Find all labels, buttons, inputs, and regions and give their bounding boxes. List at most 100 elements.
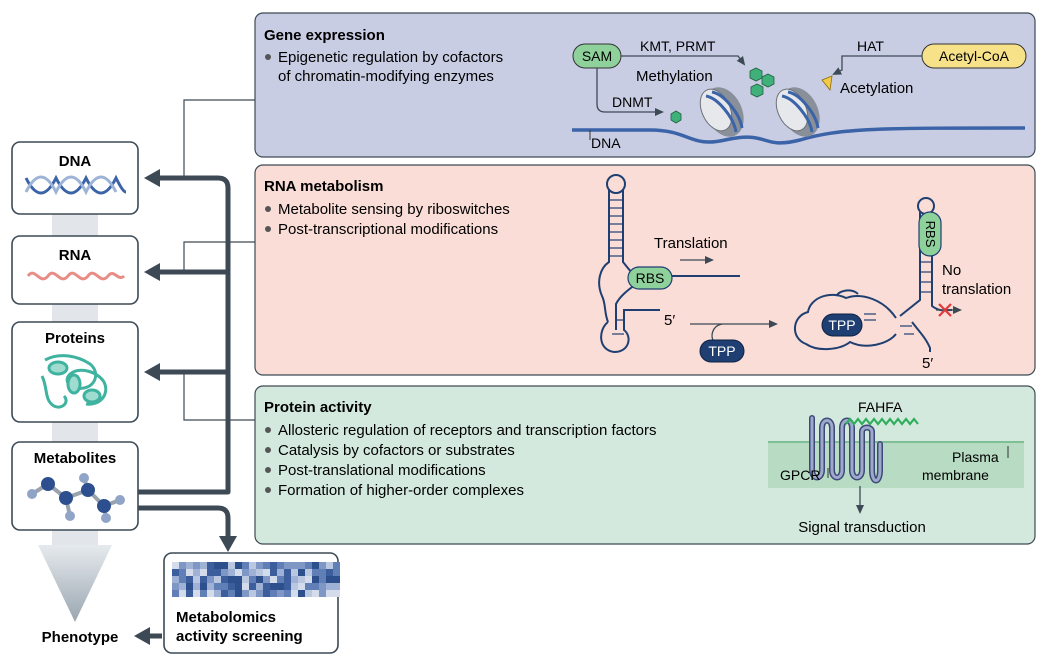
heatmap-cell xyxy=(263,590,270,597)
heatmap-cell xyxy=(319,562,326,569)
gene-bullet1-line2: of chromatin-modifying enzymes xyxy=(278,68,494,85)
heatmap-cell xyxy=(298,590,305,597)
heatmap-cell xyxy=(193,590,200,597)
heatmap-cell xyxy=(291,569,298,576)
heatmap-cell xyxy=(263,576,270,583)
rbs-label-on: RBS xyxy=(636,270,665,286)
heatmap-cell xyxy=(207,569,214,576)
dna-strand-label: DNA xyxy=(591,135,621,151)
heatmap-cell xyxy=(207,583,214,590)
heatmap-cell xyxy=(186,576,193,583)
heatmap-cell xyxy=(319,576,326,583)
heatmap-cell xyxy=(235,576,242,583)
heatmap-cell xyxy=(284,576,291,583)
heatmap-cell xyxy=(277,583,284,590)
heatmap-cell xyxy=(326,590,333,597)
heatmap-cell xyxy=(207,562,214,569)
heatmap-cell xyxy=(263,569,270,576)
heatmap-cell xyxy=(263,583,270,590)
heatmap-cell xyxy=(172,583,179,590)
kmt-prmt-label: KMT, PRMT xyxy=(640,38,716,54)
screening-label-line2: activity screening xyxy=(176,628,303,645)
heatmap-cell xyxy=(200,590,207,597)
heatmap-cell xyxy=(312,576,319,583)
membrane-label: membrane xyxy=(922,467,989,483)
signal-transduction-label: Signal transduction xyxy=(798,519,926,536)
heatmap-cell xyxy=(228,590,235,597)
heatmap-cell xyxy=(263,562,270,569)
rbs-badge-on xyxy=(627,266,673,290)
protein-activity-title: Protein activity xyxy=(264,399,372,416)
screening-label-line1: Metabolomics xyxy=(176,609,276,626)
sam-label: SAM xyxy=(582,48,612,64)
heatmap-cell xyxy=(214,583,221,590)
heatmap-cell xyxy=(298,562,305,569)
acetylation-label: Acetylation xyxy=(840,80,913,97)
heatmap-cell xyxy=(305,576,312,583)
heatmap-cell xyxy=(172,569,179,576)
heatmap-cell xyxy=(235,583,242,590)
heatmap-cell xyxy=(277,562,284,569)
protein-bullet2: Catalysis by cofactors or substrates xyxy=(278,442,515,459)
heatmap-cell xyxy=(228,576,235,583)
heatmap-cell xyxy=(305,583,312,590)
heatmap-cell xyxy=(214,576,221,583)
heatmap-cell xyxy=(284,569,291,576)
heatmap-cell xyxy=(291,590,298,597)
heatmap-cell xyxy=(193,569,200,576)
heatmap-cell xyxy=(207,590,214,597)
screening-box: Metabolomics activity screening xyxy=(163,552,340,654)
heatmap-cell xyxy=(193,583,200,590)
heatmap-cell xyxy=(270,583,277,590)
acetyl-group-icon xyxy=(821,75,833,91)
heatmap-cell xyxy=(200,583,207,590)
heatmap-cell xyxy=(228,583,235,590)
heatmap-cell xyxy=(186,590,193,597)
protein-bullet3: Post-translational modifications xyxy=(278,462,486,479)
heatmap-cell xyxy=(179,562,186,569)
heatmap-cell xyxy=(242,569,249,576)
protein-activity-panel: Protein activity Allosteric regulation o… xyxy=(254,385,1036,545)
heatmap-cell xyxy=(179,583,186,590)
flow-arrowheads xyxy=(134,169,237,645)
heatmap-cell xyxy=(242,583,249,590)
phenotype-big-arrow xyxy=(38,545,112,622)
heatmap-cell xyxy=(270,569,277,576)
proteins-label: Proteins xyxy=(45,330,105,347)
dna-strand xyxy=(572,126,1026,145)
heatmap-cell xyxy=(298,576,305,583)
heatmap-cell xyxy=(221,583,228,590)
heatmap-cell xyxy=(326,576,333,583)
heatmap-cell xyxy=(228,569,235,576)
gene-expression-title: Gene expression xyxy=(264,27,385,44)
rna-bullet1: Metabolite sensing by riboswitches xyxy=(278,201,510,218)
heatmap-cell xyxy=(249,583,256,590)
tpp-badge-bound xyxy=(821,313,863,337)
heatmap-cell xyxy=(333,569,340,576)
protein-bullet1: Allosteric regulation of receptors and t… xyxy=(278,422,657,439)
heatmap-cell xyxy=(242,562,249,569)
translation-blocked-label: translation xyxy=(942,281,1011,298)
heatmap-cell xyxy=(200,569,207,576)
heatmap-cell xyxy=(172,576,179,583)
heatmap-cell xyxy=(319,569,326,576)
heatmap-cell xyxy=(200,562,207,569)
heatmap-cell xyxy=(312,562,319,569)
heatmap-cell xyxy=(235,562,242,569)
heatmap-cell xyxy=(256,562,263,569)
heatmap-cell xyxy=(291,576,298,583)
heatmap-cell xyxy=(277,576,284,583)
rbs-badge-off xyxy=(918,211,942,257)
heatmap-cell xyxy=(256,576,263,583)
heatmap-cell xyxy=(214,569,221,576)
rna-bullet2: Post-transcriptional modifications xyxy=(278,221,498,238)
heatmap-cell xyxy=(221,569,228,576)
heatmap-cell xyxy=(242,590,249,597)
tpp-badge-free xyxy=(699,339,745,363)
proteins-box: Proteins xyxy=(11,321,139,423)
heatmap-cell xyxy=(284,590,291,597)
heatmap-cell xyxy=(333,583,340,590)
dna-helix-icon xyxy=(24,174,127,196)
heatmap-cell xyxy=(221,562,228,569)
gene-expression-panel: Gene expression Epigenetic regulation by… xyxy=(254,12,1036,158)
